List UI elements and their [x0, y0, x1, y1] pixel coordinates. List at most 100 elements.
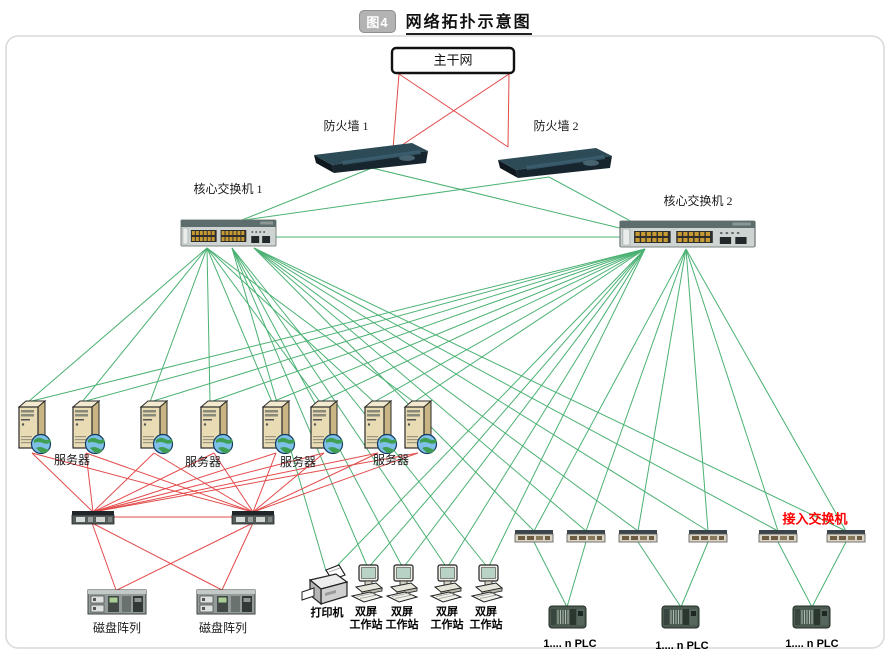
figure-title: 网络拓扑示意图	[405, 8, 532, 35]
link-red-53	[31, 452, 94, 513]
link-green-36	[253, 247, 847, 532]
link-green-47	[777, 541, 813, 608]
link-red-70	[91, 522, 117, 591]
links-layer	[27, 73, 847, 608]
san-switch-2	[231, 510, 275, 525]
access-switch-6-icon	[826, 529, 866, 543]
server-2-icon	[72, 400, 106, 455]
link-green-27	[367, 248, 646, 569]
link-green-31	[253, 247, 535, 532]
link-green-44	[566, 541, 587, 608]
link-red-67	[252, 452, 379, 513]
link-red-68	[252, 452, 419, 513]
link-red-56	[92, 452, 215, 513]
label-8: 磁盘阵列	[93, 620, 141, 635]
link-green-23	[231, 247, 369, 569]
link-green-38	[585, 248, 687, 532]
link-green-34	[253, 247, 709, 532]
label-4: 服务器	[54, 452, 90, 467]
link-green-42	[685, 248, 847, 532]
access-switch-1	[514, 529, 554, 543]
core-switch-2-icon	[619, 220, 756, 248]
link-red-55	[92, 452, 155, 513]
link-red-60	[92, 452, 419, 513]
label-10: 打印机	[311, 605, 344, 619]
firewall-1	[314, 143, 428, 173]
label-21: 1.... n PLC	[655, 640, 708, 652]
server-4-icon	[200, 400, 234, 455]
workstation-4	[471, 564, 503, 603]
label-11: 双屏	[355, 605, 377, 618]
workstation-3-icon	[430, 564, 462, 603]
san-switch-1-icon	[71, 510, 115, 525]
core-switch-1-icon	[180, 219, 277, 247]
server-2	[72, 400, 106, 455]
label-20: 1.... n PLC	[543, 638, 596, 650]
link-red-63	[153, 452, 254, 513]
link-green-1	[371, 167, 633, 232]
figure-number-badge: 图4	[359, 10, 396, 33]
link-green-30	[487, 248, 646, 569]
link-red-72	[116, 522, 254, 591]
label-5: 服务器	[185, 454, 221, 469]
disk-array-2-icon	[196, 589, 256, 615]
plc-1	[548, 605, 587, 629]
server-3	[140, 400, 174, 455]
san-switch-2-icon	[231, 510, 275, 525]
label-0: 防火墙 1	[323, 118, 368, 133]
workstation-3	[430, 564, 462, 603]
disk-array-1	[87, 589, 147, 615]
access-switch-3-icon	[618, 529, 658, 543]
server-6-icon	[310, 400, 344, 455]
access-switch-4-icon	[688, 529, 728, 543]
printer	[301, 564, 348, 605]
workstation-2-icon	[386, 564, 418, 603]
firewall-2	[498, 148, 612, 178]
link-green-11	[206, 247, 375, 403]
link-green-22	[331, 248, 646, 572]
link-red-57	[92, 452, 277, 513]
access-switch-1-icon	[514, 529, 554, 543]
link-green-0	[241, 167, 373, 221]
link-green-5	[27, 247, 208, 403]
link-green-8	[206, 247, 211, 403]
server-8-icon	[404, 400, 438, 455]
page-title: 图4 网络拓扑示意图	[0, 8, 891, 35]
link-green-25	[231, 247, 448, 569]
backbone-box: 主干网	[390, 46, 516, 75]
label-22: 1.... n PLC	[785, 638, 838, 650]
server-7-icon	[364, 400, 398, 455]
link-red-65	[252, 452, 277, 513]
workstation-1	[351, 564, 383, 603]
link-red-52	[507, 73, 510, 148]
link-red-64	[213, 452, 254, 513]
diagram-frame	[5, 35, 885, 649]
core-switch-2	[619, 220, 756, 248]
label-17: 双屏	[475, 605, 497, 618]
link-red-49	[392, 73, 400, 150]
firewall-2-icon	[498, 148, 612, 178]
link-green-6	[81, 247, 208, 403]
plc-3-icon	[792, 605, 831, 629]
plc-2-icon	[661, 605, 700, 629]
link-red-66	[252, 452, 325, 513]
link-red-59	[92, 452, 379, 513]
access-switch-3	[618, 529, 658, 543]
access-switch-5	[758, 529, 798, 543]
link-green-12	[206, 247, 415, 403]
link-green-29	[446, 248, 646, 569]
link-green-13	[27, 248, 646, 403]
disk-array-2	[196, 589, 256, 615]
workstation-4-icon	[471, 564, 503, 603]
access-switch-4	[688, 529, 728, 543]
link-green-43	[533, 541, 568, 608]
link-red-54	[85, 452, 94, 513]
backbone-box-label: 主干网	[433, 52, 472, 67]
link-green-37	[533, 248, 687, 532]
link-green-18	[319, 248, 646, 403]
server-3-icon	[140, 400, 174, 455]
server-5-icon	[262, 400, 296, 455]
link-green-35	[253, 247, 779, 532]
